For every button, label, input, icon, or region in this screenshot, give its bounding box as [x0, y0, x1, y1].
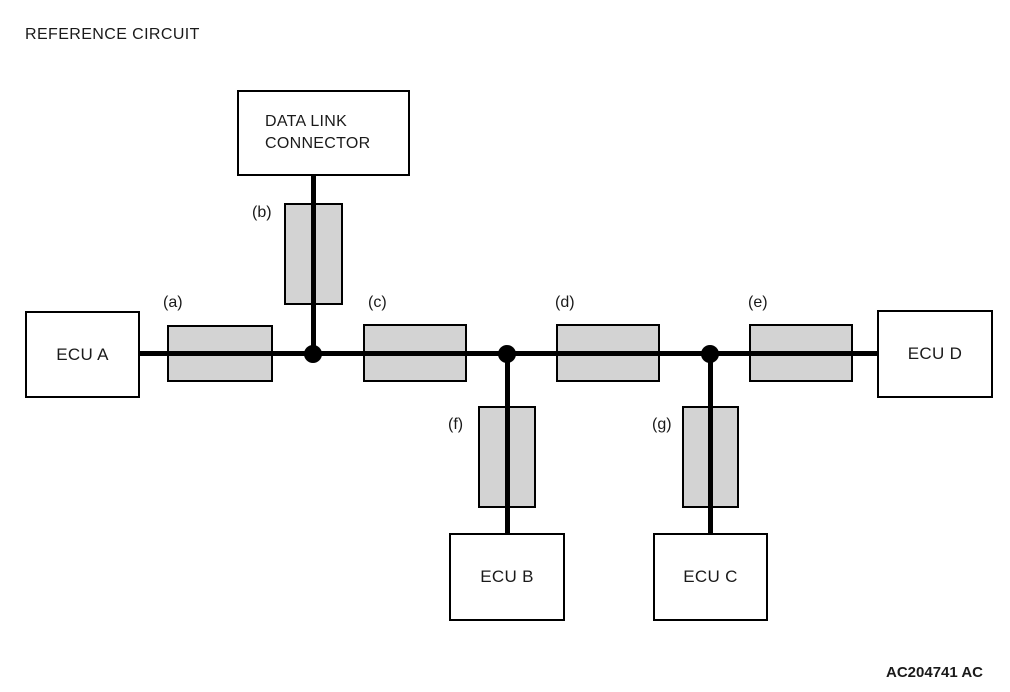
node-ecu-c: ECU C	[653, 533, 768, 621]
junction-dot-2	[498, 345, 516, 363]
junction-dot-3	[701, 345, 719, 363]
node-ecu-d: ECU D	[877, 310, 993, 398]
wire-dlc-to-bus	[311, 175, 316, 356]
wire-bus-to-ecu-c	[708, 353, 713, 534]
node-ecu-c-label: ECU C	[683, 567, 738, 586]
node-data-link-connector-label: DATA LINK CONNECTOR	[265, 113, 371, 152]
node-ecu-b: ECU B	[449, 533, 565, 621]
segment-e-label: (e)	[748, 294, 768, 311]
node-data-link-connector: DATA LINK CONNECTOR	[237, 90, 410, 176]
node-ecu-d-label: ECU D	[907, 344, 963, 363]
diagram-title: REFERENCE CIRCUIT	[25, 26, 200, 43]
segment-b-label: (b)	[252, 204, 272, 221]
wire-bus-to-ecu-b	[505, 353, 510, 534]
segment-f-label: (f)	[448, 416, 464, 433]
segment-g-label: (g)	[652, 416, 672, 433]
node-ecu-b-label: ECU B	[480, 567, 534, 586]
figure-code: AC204741 AC	[886, 664, 983, 681]
node-ecu-a: ECU A	[25, 311, 140, 398]
segment-a-label: (a)	[163, 294, 183, 311]
node-ecu-a-label: ECU A	[56, 344, 109, 364]
segment-d-label: (d)	[555, 294, 575, 311]
junction-dot-1	[304, 345, 322, 363]
segment-c-label: (c)	[368, 294, 387, 311]
